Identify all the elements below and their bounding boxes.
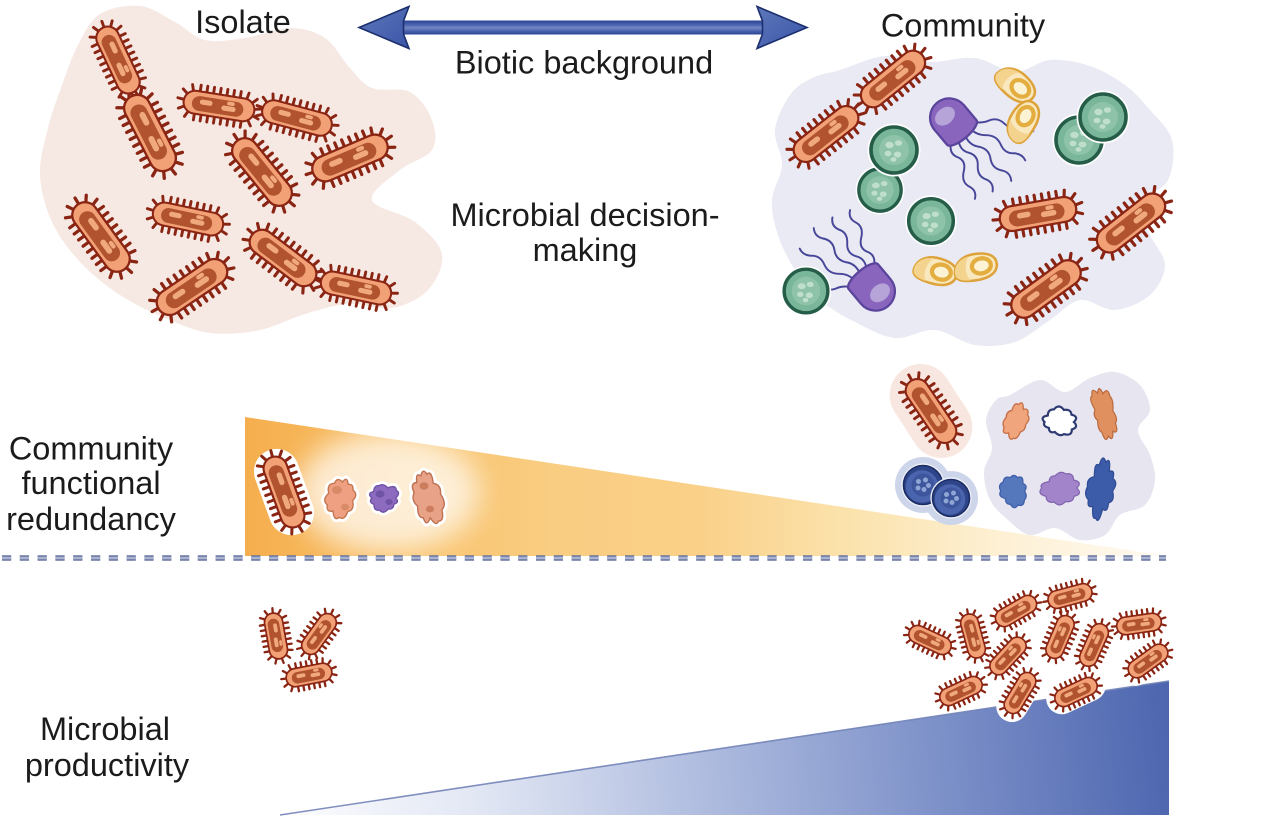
svg-text:Isolate: Isolate [195, 4, 291, 40]
svg-text:productivity: productivity [25, 747, 190, 783]
svg-text:Community: Community [9, 431, 174, 467]
svg-text:Community: Community [881, 8, 1046, 44]
svg-text:Microbial: Microbial [40, 711, 170, 747]
svg-text:making: making [533, 232, 638, 268]
svg-text:Biotic background: Biotic background [455, 45, 713, 81]
svg-text:redundancy: redundancy [6, 501, 177, 537]
svg-text:Microbial decision-: Microbial decision- [450, 197, 719, 233]
svg-text:functional: functional [21, 465, 160, 501]
